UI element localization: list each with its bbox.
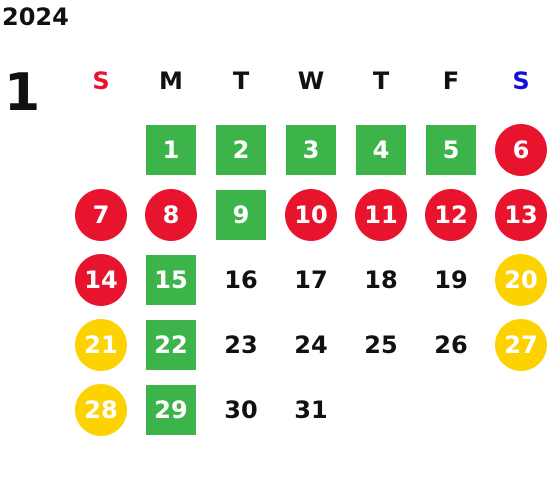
day-cell-17[interactable]: 17 (294, 266, 328, 294)
day-cell-19[interactable]: 19 (434, 266, 468, 294)
day-cell-18[interactable]: 18 (364, 266, 398, 294)
day-cell-8[interactable]: 8 (145, 189, 197, 241)
day-cell-6[interactable]: 6 (495, 124, 547, 176)
day-cell-15[interactable]: 15 (146, 255, 196, 305)
day-cell-26[interactable]: 26 (434, 331, 468, 359)
day-cell-22[interactable]: 22 (146, 320, 196, 370)
day-cell-13[interactable]: 13 (495, 189, 547, 241)
weekday-header-6: S (512, 67, 530, 95)
day-cell-1[interactable]: 1 (146, 125, 196, 175)
weekday-header-4: T (372, 67, 390, 95)
day-cell-29[interactable]: 29 (146, 385, 196, 435)
day-cell-21[interactable]: 21 (75, 319, 127, 371)
weekday-header-5: F (442, 67, 460, 95)
day-cell-30[interactable]: 30 (224, 396, 258, 424)
day-cell-20[interactable]: 20 (495, 254, 547, 306)
day-cell-2[interactable]: 2 (216, 125, 266, 175)
day-cell-12[interactable]: 12 (425, 189, 477, 241)
year-label: 2024 (2, 3, 69, 31)
day-cell-28[interactable]: 28 (75, 384, 127, 436)
day-cell-7[interactable]: 7 (75, 189, 127, 241)
day-cell-3[interactable]: 3 (286, 125, 336, 175)
weekday-header-2: T (232, 67, 250, 95)
day-cell-5[interactable]: 5 (426, 125, 476, 175)
day-cell-16[interactable]: 16 (224, 266, 258, 294)
month-label: 1 (4, 63, 41, 123)
weekday-header-0: S (92, 67, 110, 95)
day-cell-31[interactable]: 31 (294, 396, 328, 424)
day-cell-27[interactable]: 27 (495, 319, 547, 371)
day-cell-23[interactable]: 23 (224, 331, 258, 359)
weekday-header-3: W (297, 67, 325, 95)
day-cell-11[interactable]: 11 (355, 189, 407, 241)
day-cell-9[interactable]: 9 (216, 190, 266, 240)
day-cell-4[interactable]: 4 (356, 125, 406, 175)
day-cell-14[interactable]: 14 (75, 254, 127, 306)
weekday-header-1: M (159, 67, 183, 95)
day-cell-24[interactable]: 24 (294, 331, 328, 359)
day-cell-10[interactable]: 10 (285, 189, 337, 241)
day-cell-25[interactable]: 25 (364, 331, 398, 359)
